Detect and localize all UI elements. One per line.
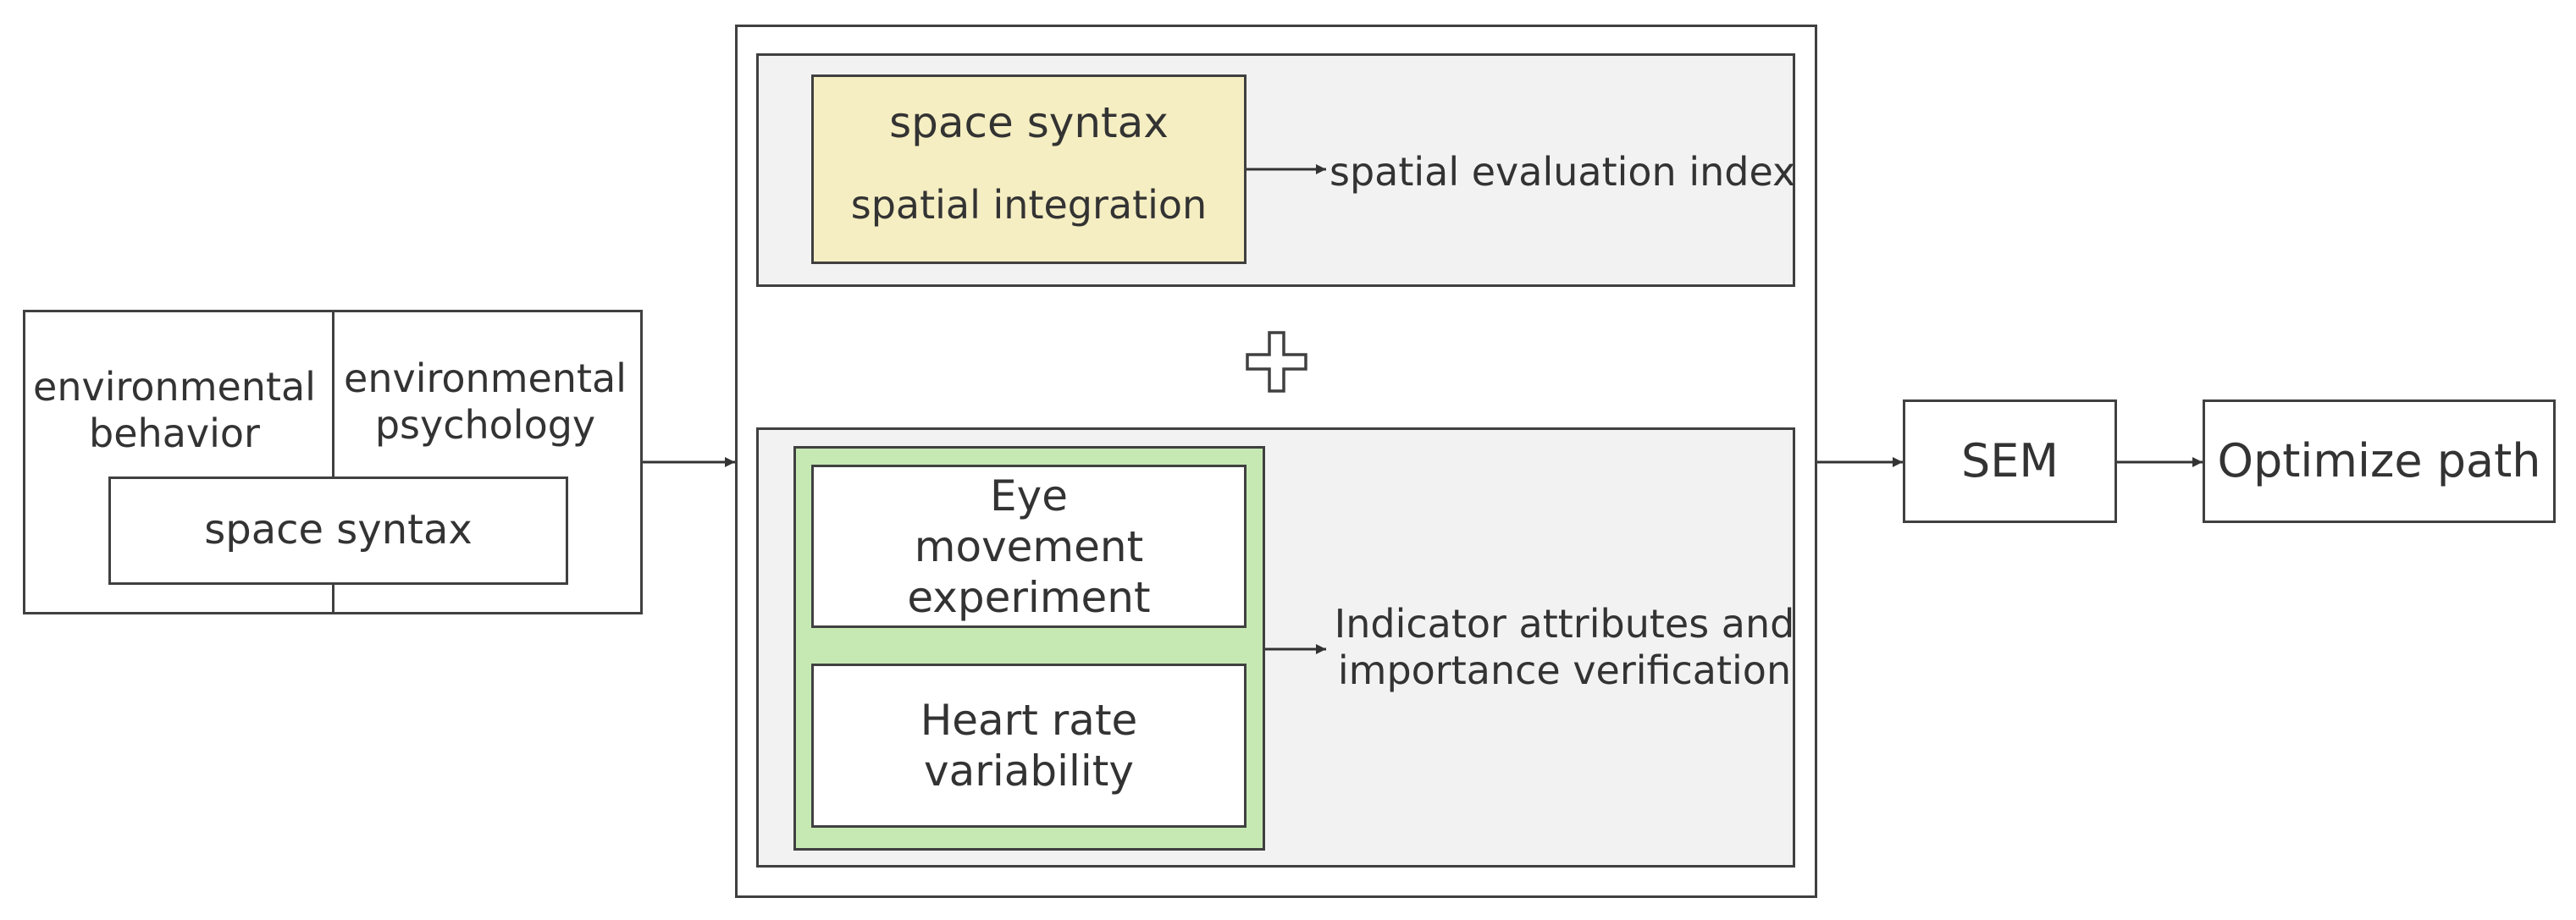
sem-box: SEM <box>1903 399 2117 523</box>
environmental-behavior-label: environmental behavior <box>33 363 316 456</box>
space-syntax-card <box>811 74 1247 264</box>
left-group-divider <box>332 310 334 614</box>
eye-movement-experiment-box: Eye movement experiment <box>811 465 1247 628</box>
optimize-path-box: Optimize path <box>2203 399 2556 523</box>
space-syntax-card-title: space syntax <box>889 98 1169 147</box>
spatial-evaluation-index-label: spatial evaluation index <box>1329 149 1796 196</box>
spatial-integration-label: spatial integration <box>850 182 1208 229</box>
heart-rate-variability-box: Heart rate variability <box>811 664 1247 828</box>
space-syntax-box: space syntax <box>108 477 568 585</box>
plus-icon <box>1246 331 1307 393</box>
environmental-psychology-label: environmental psychology <box>344 355 627 448</box>
indicator-attributes-label: Indicator attributes and importance veri… <box>1334 600 1795 693</box>
